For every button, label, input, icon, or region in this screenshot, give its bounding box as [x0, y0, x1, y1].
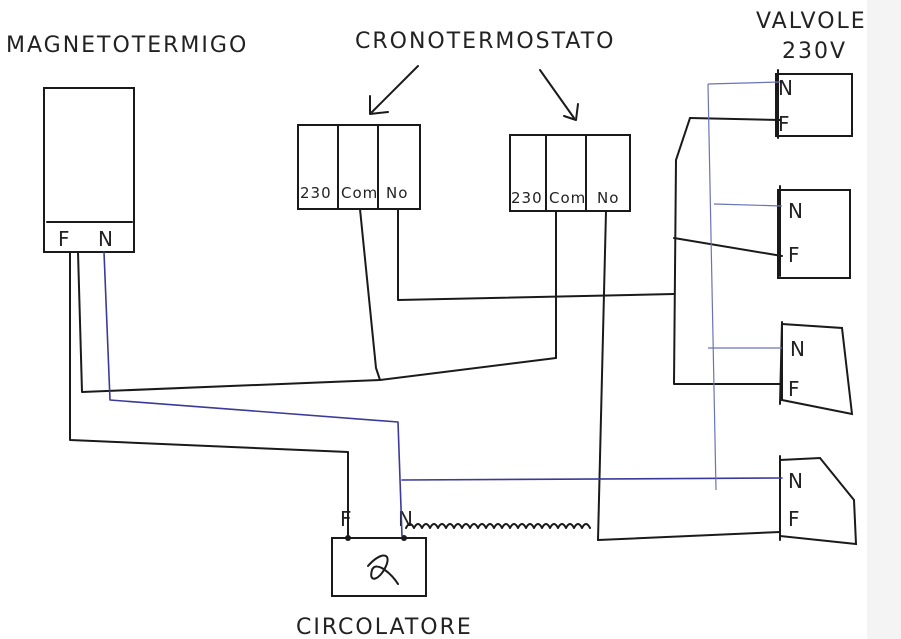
pump-terminal-phase: F	[340, 507, 353, 531]
valve-1: N F	[775, 69, 853, 139]
valve-4-terminal-phase: F	[788, 507, 801, 531]
chrono-title: CRONOTERMOSTATO	[355, 29, 615, 54]
chrono-arrow-right	[539, 69, 579, 121]
coiled-wire	[405, 523, 591, 529]
thermostat-2-terminal-230: 230	[511, 189, 543, 207]
valve-3: N F	[779, 321, 854, 416]
chrono-arrow-left	[369, 65, 419, 115]
neutral-wires	[103, 81, 783, 537]
valves-voltage: 230V	[782, 39, 847, 64]
thermostat-1: 230 Com No	[297, 124, 421, 210]
thermostat-2: 230 Com No	[509, 134, 631, 212]
valve-2: N F	[777, 185, 851, 279]
valve-1-terminal-neutral: N	[778, 76, 794, 100]
pump-title: CIRCOLATORE	[296, 615, 473, 639]
thermostat-1-terminal-230: 230	[300, 184, 332, 202]
thermostat-2-terminal-com: Com	[549, 189, 586, 207]
thermostat-2-terminal-no: No	[597, 189, 619, 207]
breaker-title: MAGNETOTERMIGO	[6, 33, 248, 58]
valve-4: N F	[779, 455, 858, 546]
valve-2-terminal-neutral: N	[788, 199, 804, 223]
valve-2-terminal-phase: F	[788, 243, 801, 267]
breaker-terminal-neutral: N	[98, 227, 114, 251]
valve-1-terminal-phase: F	[778, 112, 791, 136]
valves-title: VALVOLE	[756, 9, 867, 34]
pump: F N	[331, 507, 427, 597]
breaker-box: F N	[43, 87, 135, 253]
page-edge	[867, 0, 901, 639]
valve-3-terminal-phase: F	[788, 377, 801, 401]
thermostat-1-terminal-com: Com	[341, 184, 378, 202]
breaker-terminal-phase: F	[58, 227, 71, 251]
phase-wires	[69, 117, 783, 541]
valve-4-terminal-neutral: N	[788, 469, 804, 493]
thermostat-1-terminal-no: No	[386, 184, 408, 202]
valve-3-terminal-neutral: N	[790, 337, 806, 361]
